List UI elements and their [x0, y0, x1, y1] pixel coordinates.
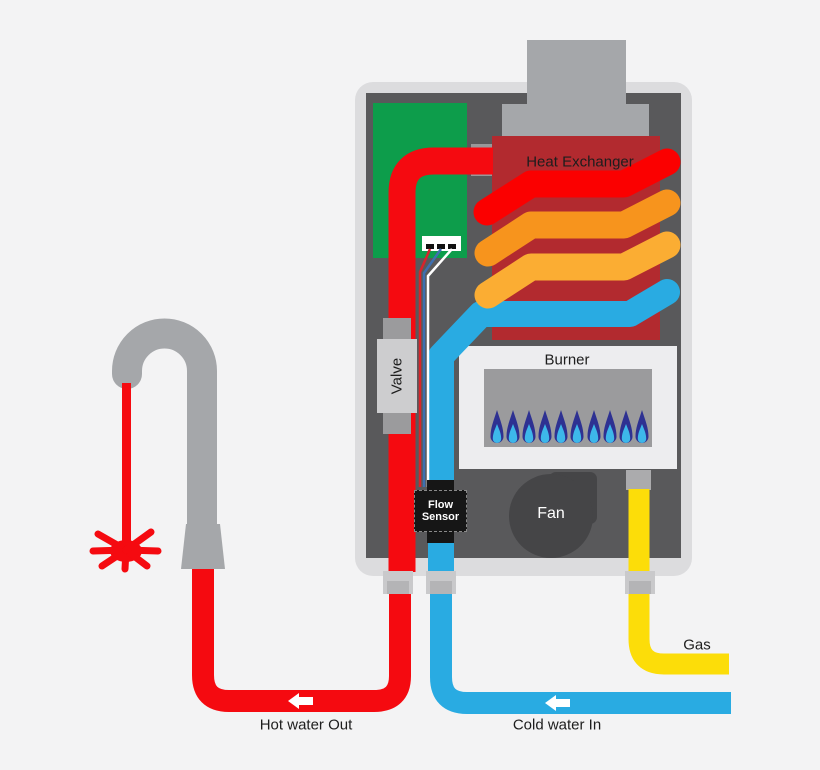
exhaust-vent-lower: [502, 104, 649, 136]
terminal-pin: [437, 244, 445, 249]
flame: [522, 410, 536, 443]
valve-body: [377, 339, 417, 413]
gas-label: Gas: [683, 636, 711, 654]
pipe-union-cold: [430, 581, 452, 594]
faucet-gooseneck: [112, 318, 217, 542]
flow-sensor-label-line1: Flow: [427, 499, 454, 511]
water-stream: [122, 383, 131, 543]
terminal-pin: [426, 244, 434, 249]
mounting-tab-gas: [625, 571, 655, 594]
faucet-base: [181, 524, 225, 569]
hot-water-pipe-internal: [388, 147, 493, 572]
water-splash: [89, 528, 162, 573]
flow-sensor-fitting-bottom: [427, 532, 454, 543]
heat-exchanger-label: Heat Exchanger: [526, 153, 634, 171]
burner-flames: [490, 410, 649, 443]
flame: [619, 410, 633, 443]
cold-water-pipe: [430, 568, 731, 714]
burner-label: Burner: [544, 351, 590, 369]
coil-red: [473, 148, 681, 226]
flame: [506, 410, 520, 443]
flow-sensor: Flow Sensor: [414, 490, 467, 532]
flame: [538, 410, 552, 443]
wire-red: [418, 248, 432, 487]
fan-label: Fan: [537, 505, 565, 522]
valve-fitting-top: [383, 318, 411, 339]
valve-label: Valve: [388, 357, 406, 395]
gas-pipe: [628, 568, 729, 675]
wire-white: [426, 248, 453, 487]
cold-water-pipe-internal: [428, 279, 680, 585]
flame: [570, 410, 584, 443]
flame: [490, 410, 504, 443]
flame: [554, 410, 568, 443]
flame: [635, 410, 649, 443]
flame: [587, 410, 601, 443]
cold-water-in-label: Cold water In: [512, 716, 602, 734]
pipe-union-gas: [629, 581, 651, 594]
fan-housing: [509, 472, 597, 558]
exhaust-vent-upper: [527, 40, 626, 104]
pipe-union-hot: [387, 581, 409, 594]
flow-sensor-fitting-top: [427, 480, 454, 491]
mounting-tab-cold: [426, 571, 456, 594]
flow-arrow-hot: [288, 693, 313, 709]
terminal-block: [422, 236, 461, 251]
wire-blue: [422, 248, 443, 487]
coil-orange-light: [474, 231, 681, 309]
gas-inlet-fitting: [626, 470, 651, 490]
hot-water-out-label: Hot water Out: [259, 716, 353, 734]
flow-sensor-label-line2: Sensor: [421, 511, 460, 523]
flame: [603, 410, 617, 443]
mounting-tab-hot: [383, 571, 413, 594]
flow-arrow-cold: [545, 695, 570, 711]
valve-fitting-bottom: [383, 413, 411, 434]
coil-orange-dark: [474, 189, 681, 267]
terminal-pin: [448, 244, 456, 249]
